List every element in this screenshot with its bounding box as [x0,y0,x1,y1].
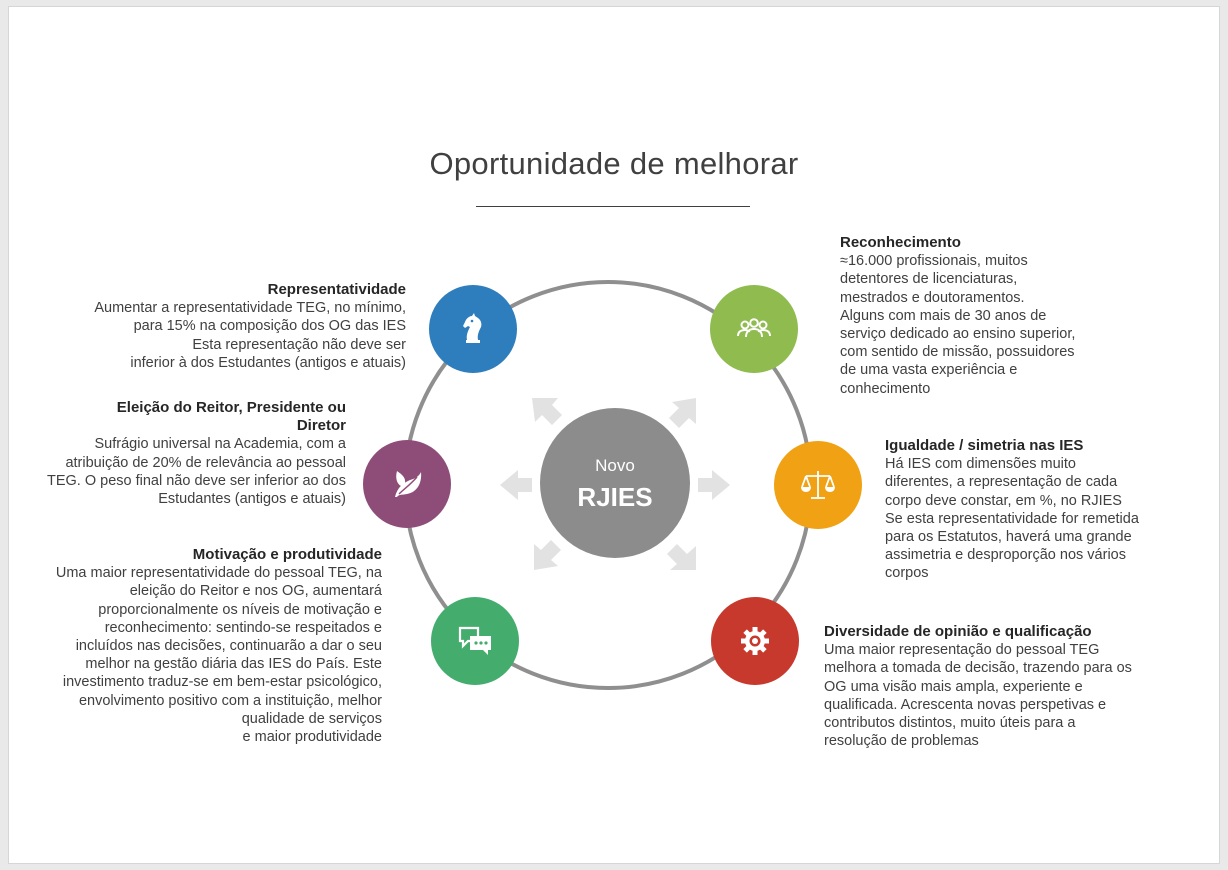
heading-motivacao: Motivação e produtividade [192,546,382,563]
block-eleicao: Eleição do Reitor, Presidente ou Diretor… [30,399,346,508]
text-line: Uma maior representação do pessoal TEG [824,642,1100,659]
text-line: mestrados e doutoramentos. [840,289,1025,306]
text-line: Se esta representatividade for remetida [885,510,1139,527]
text-line: atribuição de 20% de relevância ao pesso… [65,454,346,471]
text-line: detentores de licenciaturas, [840,271,1018,288]
text-line: melhor na gestão diária das IES do País.… [85,656,382,673]
text-line: investimento traduz-se em bem-estar psic… [62,674,382,691]
text-line: Aumentar a representatividade TEG, no mí… [94,300,406,317]
text-line: conhecimento [840,380,931,397]
block-diversidade: Diversidade de opinião e qualificação Um… [824,623,1174,750]
arrow-down-right-icon [667,544,696,570]
text-line: inferior à dos Estudantes (antigos e atu… [130,354,406,371]
block-igualdade: Igualdade / simetria nas IES Há IES com … [885,437,1175,583]
center-circle: Novo RJIES [540,408,690,558]
balance-scale-icon [801,471,835,499]
node-motivacao [431,597,519,685]
text-line: resolução de problemas [824,733,979,750]
node-reconhecimento [710,285,798,373]
text-line: melhora a tomada de decisão, trazendo pa… [824,660,1132,677]
heading-reconhecimento: Reconhecimento [840,234,961,251]
text-line: Há IES com dimensões muito [885,456,1076,473]
leaves-icon [395,471,422,497]
text-line: para 15% na composição dos OG das IES [133,318,406,335]
text-line: serviço dedicado ao ensino superior, [840,326,1076,343]
arrow-up-right-icon [669,398,696,428]
text-line: proporcionalmente os níveis de motivação… [98,601,382,618]
text-line: TEG. O peso final não deve ser inferior … [46,472,346,489]
text-line: contributos distintos, muito úteis para … [824,715,1076,732]
arrow-down-left-icon [534,540,561,570]
block-motivacao: Motivação e produtividade Uma maior repr… [30,546,382,746]
text-line: Alguns com mais de 30 anos de [840,307,1047,324]
people-group-icon [737,318,771,338]
text-line: reconhecimento: sentindo-se respeitados … [104,619,382,636]
heading-eleicao: Eleição do Reitor, Presidente ou [116,399,346,416]
arrow-right-icon [698,470,730,500]
text-line: de uma vasta experiência e [840,362,1018,379]
center-label-main: RJIES [577,482,653,512]
heading-igualdade: Igualdade / simetria nas IES [885,437,1084,454]
text-line: OG uma visão mais ampla, experiente e [824,678,1083,695]
node-igualdade [774,441,862,529]
text-line: corpos [885,565,929,582]
text-line: assimetria e desproporção nos vários [885,547,1126,564]
text-line: corpo deve constar, em %, no RJIES [885,492,1122,509]
node-eleicao [363,440,451,528]
text-line: eleição do Reitor e nos OG, aumentará [129,583,382,600]
chess-knight-icon [463,313,482,343]
heading-representatividade: Representatividade [267,281,406,298]
text-line: qualificada. Acrescenta novas perspetiva… [824,696,1107,713]
gear-icon [741,627,769,655]
node-representatividade [429,285,517,373]
text-line: Estudantes (antigos e atuais) [158,491,346,508]
text-line: e maior produtividade [242,729,382,746]
node-diversidade [711,597,799,685]
block-reconhecimento: Reconhecimento ≈16.000 profissionais, mu… [840,234,1140,398]
heading-diversidade: Diversidade de opinião e qualificação [824,623,1092,640]
title-underline [476,206,750,207]
arrow-left-icon [500,470,532,500]
text-line: qualidade de serviços [241,710,382,727]
text-line: com sentido de missão, possuidores [840,344,1075,361]
text-line: Uma maior representatividade do pessoal … [55,565,382,582]
heading-eleicao-cont: Diretor [296,417,346,435]
chat-bubbles-icon [458,626,491,655]
center-label-top: Novo [595,456,635,475]
block-representatividade: Representatividade Aumentar a representa… [60,281,406,372]
text-line: Sufrágio universal na Academia, com a [94,436,346,453]
text-line: ≈16.000 profissionais, muitos [840,253,1028,270]
page-title: Oportunidade de melhorar [429,146,799,181]
arrow-up-left-icon [532,398,562,425]
text-line: para os Estatutos, haverá uma grande [885,529,1132,546]
text-line: envolvimento positivo com a instituição,… [78,692,382,709]
text-line: Esta representação não deve ser [192,336,406,353]
outward-arrows [500,398,730,570]
text-line: incluídos nas decisões, continuarão a da… [75,638,382,655]
text-line: diferentes, a representação de cada [885,474,1118,491]
